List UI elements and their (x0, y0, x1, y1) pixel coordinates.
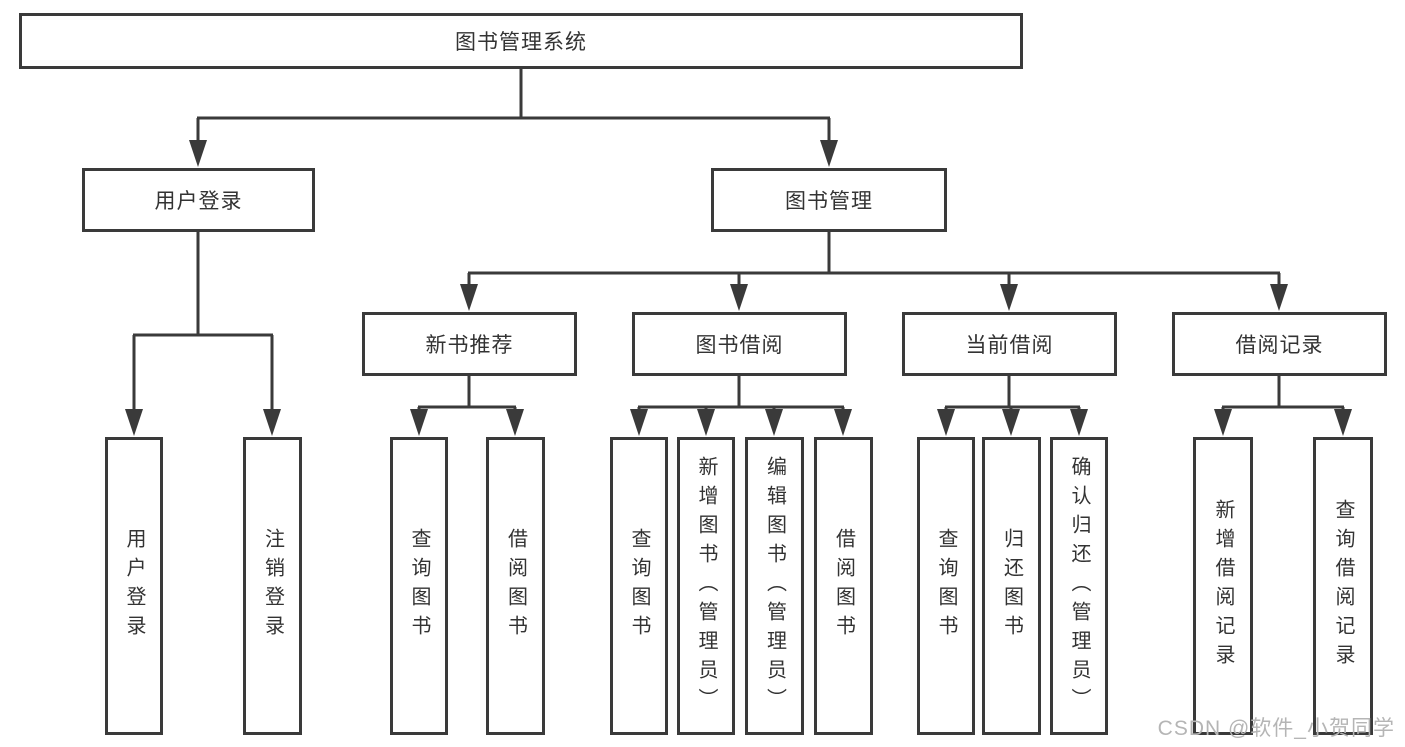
node-label: 归还图书 (1000, 528, 1023, 644)
node-label: 图书借阅 (695, 334, 784, 357)
node-label: 借阅图书 (832, 528, 855, 644)
node-label: 新增借阅记录 (1212, 499, 1234, 673)
leaf-logout-login: 注销登录 (243, 437, 302, 735)
node-label: 用户登录 (123, 528, 145, 644)
leaf-current-return-books: 归还图书 (982, 437, 1041, 735)
node-book-management-branch: 图书管理 (711, 168, 947, 232)
node-library-management-system: 图书管理系统 (19, 13, 1023, 69)
node-label: 当前借阅 (965, 334, 1054, 357)
node-label: 新增图书（管理员） (695, 455, 717, 717)
leaf-borrow-borrow-books: 借阅图书 (814, 437, 873, 735)
leaf-borrow-add-books-admin: 新增图书（管理员） (677, 437, 735, 735)
node-borrow-records: 借阅记录 (1172, 312, 1387, 376)
leaf-records-query-borrow-record: 查询借阅记录 (1313, 437, 1373, 735)
node-label: 注销登录 (261, 528, 284, 644)
csdn-watermark: CSDN @软件_小贺同学 (1157, 717, 1395, 740)
node-label: 查询图书 (628, 528, 650, 644)
leaf-user-login: 用户登录 (105, 437, 163, 735)
node-label: 查询图书 (408, 528, 430, 644)
node-label: 新书推荐 (425, 334, 514, 357)
leaf-borrow-query-books: 查询图书 (610, 437, 668, 735)
leaf-newbook-query-books: 查询图书 (390, 437, 448, 735)
leaf-current-query-books: 查询图书 (917, 437, 975, 735)
node-user-login-branch: 用户登录 (82, 168, 315, 232)
leaf-records-add-borrow-record: 新增借阅记录 (1193, 437, 1253, 735)
node-label: 编辑图书（管理员） (763, 455, 786, 717)
node-label: 图书管理 (785, 190, 873, 213)
node-label: 图书管理系统 (455, 31, 587, 54)
leaf-borrow-edit-books-admin: 编辑图书（管理员） (745, 437, 804, 735)
leaf-newbook-borrow-books: 借阅图书 (486, 437, 545, 735)
node-label: 借阅记录 (1235, 334, 1324, 357)
node-book-borrow: 图书借阅 (632, 312, 847, 376)
leaf-current-confirm-return-admin: 确认归还（管理员） (1050, 437, 1108, 735)
node-current-borrow: 当前借阅 (902, 312, 1117, 376)
node-label: 确认归还（管理员） (1068, 455, 1090, 717)
node-new-book-recommend: 新书推荐 (362, 312, 577, 376)
node-label: 借阅图书 (504, 528, 527, 644)
node-label: 用户登录 (154, 190, 243, 213)
node-label: 查询借阅记录 (1332, 499, 1354, 673)
node-label: 查询图书 (935, 528, 957, 644)
